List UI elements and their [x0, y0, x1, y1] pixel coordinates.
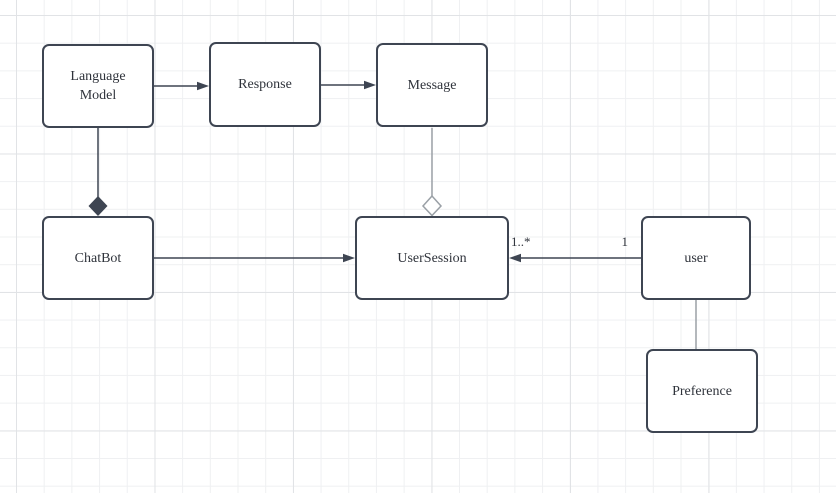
multiplicity-label-source: 1 — [621, 234, 629, 249]
node-label: UserSession — [397, 250, 467, 266]
multiplicity-label-target: 1..* — [511, 234, 531, 249]
edge-languagemodel-chatbot[interactable] — [88, 128, 108, 216]
class-node-response[interactable]: Response — [209, 42, 321, 127]
class-node-language-model[interactable]: Language Model — [42, 44, 154, 128]
arrowhead-icon — [364, 80, 376, 90]
class-node-preference[interactable]: Preference — [646, 349, 758, 433]
arrowhead-icon — [343, 253, 355, 263]
class-node-chatbot[interactable]: ChatBot — [42, 216, 154, 300]
node-label: Response — [238, 77, 292, 92]
edge-user-usersession[interactable] — [509, 253, 641, 263]
edge-message-usersession[interactable] — [421, 128, 443, 217]
node-label: user — [684, 250, 708, 266]
class-node-usersession[interactable]: UserSession — [355, 216, 509, 300]
arrowhead-icon — [197, 81, 209, 91]
edge-languagemodel-response[interactable] — [154, 81, 209, 91]
hollow-diamond-icon — [421, 194, 443, 217]
edge-chatbot-usersession[interactable] — [154, 253, 355, 263]
node-label: Message — [407, 77, 457, 93]
class-node-message[interactable]: Message — [376, 43, 488, 127]
node-label: Language Model — [70, 69, 126, 103]
class-node-user[interactable]: user — [641, 216, 751, 300]
arrowhead-icon — [509, 253, 521, 263]
filled-diamond-icon — [88, 196, 108, 216]
edge-response-message[interactable] — [321, 80, 376, 90]
node-label: ChatBot — [74, 250, 122, 266]
node-label: Preference — [672, 383, 732, 399]
